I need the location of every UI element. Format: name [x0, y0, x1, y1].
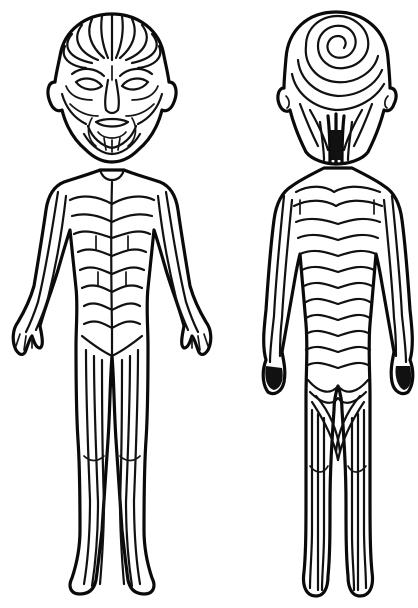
front-body: [13, 170, 211, 594]
back-head: [278, 12, 396, 164]
back-body: [263, 168, 413, 596]
back-body-outline: [263, 168, 413, 596]
front-head: [48, 14, 176, 162]
